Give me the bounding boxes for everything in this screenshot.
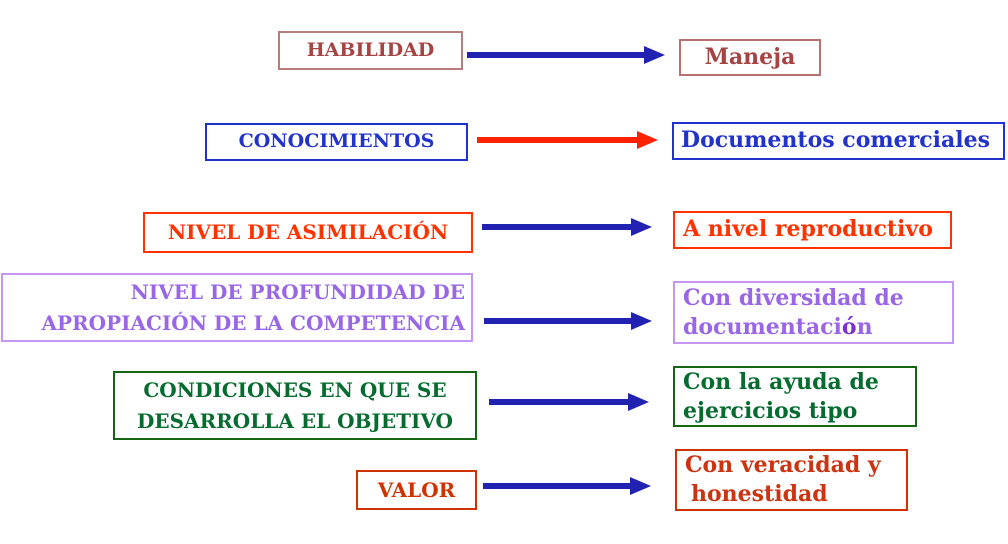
box-condiciones-line2: DESARROLLA EL OBJETIVO — [137, 408, 453, 433]
arrow-line — [467, 52, 649, 58]
arrow-condiciones-icon — [489, 393, 649, 411]
box-veracidad-honestidad: Con veracidad y honestidad — [675, 449, 908, 511]
diversidad-line2-post: n — [856, 313, 873, 340]
box-documentos-comerciales: Documentos comerciales — [672, 122, 1005, 160]
arrow-head-icon — [644, 46, 665, 64]
box-conocimientos-label: CONOCIMIENTOS — [238, 130, 435, 153]
arrow-habilidad-icon — [467, 46, 665, 64]
box-maneja: Maneja — [679, 39, 821, 76]
arrow-nivel-asimilacion-icon — [482, 218, 652, 236]
box-nivel-profundidad: NIVEL DE PROFUNDIDAD DE APROPIACIÓN DE L… — [1, 273, 473, 342]
box-nivel-profundidad-line2: APROPIACIÓN DE LA COMPETENCIA — [41, 310, 465, 335]
arrow-head-icon — [630, 477, 651, 495]
arrow-head-icon — [637, 131, 658, 149]
box-conocimientos: CONOCIMIENTOS — [205, 123, 468, 161]
box-valor-label: VALOR — [377, 477, 456, 502]
diversidad-line2-pre: documentaci — [683, 313, 842, 340]
arrow-head-icon — [628, 393, 649, 411]
arrow-line — [483, 483, 635, 489]
box-maneja-label: Maneja — [704, 43, 796, 70]
box-diversidad-documentacion: Con diversidad de documentación — [673, 281, 954, 344]
box-habilidad-label: HABILIDAD — [306, 38, 435, 61]
box-nivel-asimilacion: NIVEL DE ASIMILACIÓN — [143, 212, 473, 253]
arrow-line — [482, 224, 636, 230]
box-condiciones: CONDICIONES EN QUE SE DESARROLLA EL OBJE… — [113, 371, 477, 440]
box-nivel-asimilacion-label: NIVEL DE ASIMILACIÓN — [167, 220, 449, 244]
box-ayuda-line1: Con la ayuda de — [683, 368, 879, 395]
box-nivel-reproductivo: A nivel reproductivo — [673, 211, 952, 249]
box-nivel-profundidad-line1: NIVEL DE PROFUNDIDAD DE — [130, 279, 465, 304]
box-condiciones-line1: CONDICIONES EN QUE SE — [143, 377, 447, 402]
arrow-head-icon — [631, 218, 652, 236]
diversidad-line2-accent: ó — [841, 313, 857, 340]
box-nivel-reproductivo-label: A nivel reproductivo — [683, 216, 933, 243]
box-ayuda-ejercicios: Con la ayuda de ejercicios tipo — [673, 366, 917, 427]
box-diversidad-line2: documentación — [683, 313, 873, 342]
box-ayuda-line2: ejercicios tipo — [683, 397, 858, 424]
box-veracidad-line1: Con veracidad y — [685, 452, 881, 478]
box-veracidad-line2: honestidad — [691, 481, 828, 507]
arrow-line — [477, 137, 642, 143]
arrow-valor-icon — [483, 477, 651, 495]
arrow-nivel-profundidad-icon — [484, 312, 652, 330]
box-valor: VALOR — [356, 470, 477, 510]
arrow-line — [489, 399, 633, 405]
arrow-line — [484, 318, 636, 324]
box-habilidad: HABILIDAD — [278, 31, 463, 70]
box-documentos-comerciales-label: Documentos comerciales — [681, 127, 990, 154]
arrow-conocimientos-icon — [477, 131, 658, 149]
arrow-head-icon — [631, 312, 652, 330]
box-diversidad-line1: Con diversidad de — [683, 284, 904, 311]
